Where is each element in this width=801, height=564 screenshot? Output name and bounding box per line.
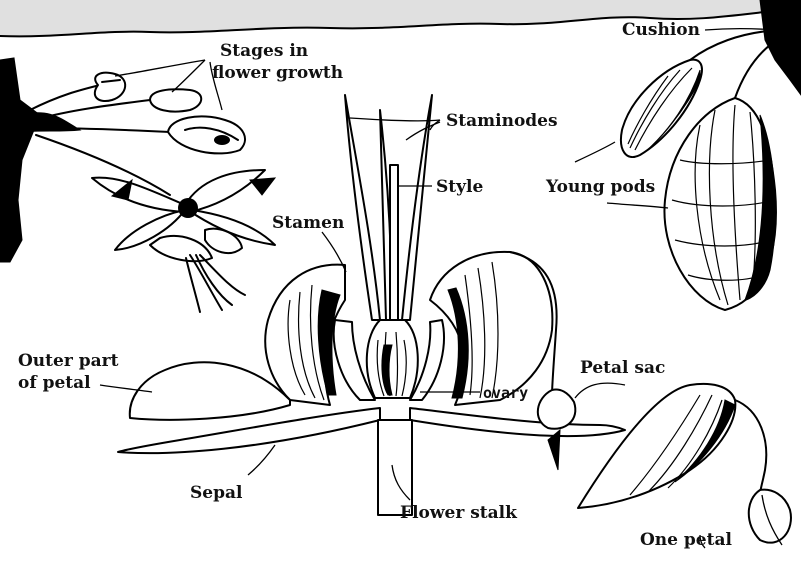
- label-staminodes: Staminodes: [446, 111, 558, 131]
- label-cushion: Cushion: [622, 20, 700, 40]
- flower-stalk: [378, 420, 412, 515]
- label-style: Style: [436, 177, 483, 197]
- label-ovary: ovary: [483, 384, 528, 402]
- label-stages-line1: Stages in: [220, 41, 308, 61]
- young-pods-group: [575, 0, 801, 310]
- label-one-petal: One petal: [640, 530, 732, 550]
- staminode-left: [345, 95, 380, 320]
- bud-small: [95, 73, 125, 101]
- style: [390, 165, 398, 320]
- label-stages-line2: flower growth: [212, 63, 343, 83]
- flower-cross-section: [100, 95, 625, 515]
- label-sepal: Sepal: [190, 483, 243, 503]
- tree-trunk-left: [0, 58, 40, 262]
- label-flower-stalk: Flower stalk: [400, 503, 518, 523]
- label-outer-petal-line2: of petal: [18, 373, 91, 393]
- label-petal-sac: Petal sac: [580, 358, 665, 378]
- outer-petal-left: [130, 362, 290, 420]
- label-young-pods: Young pods: [545, 177, 655, 197]
- sepal-right: [410, 408, 625, 436]
- single-petal-sac: [749, 490, 791, 543]
- one-petal-drawing: [578, 384, 791, 548]
- open-flower-small: [92, 170, 275, 312]
- label-outer-petal-line1: Outer part: [18, 351, 119, 371]
- flower-growth-branch: [0, 58, 275, 312]
- bud-large: [168, 116, 245, 153]
- bud-medium: [150, 89, 201, 111]
- petal-hood-right: [430, 252, 552, 405]
- petal-sac-on-flower: [538, 390, 576, 429]
- label-stamen: Stamen: [272, 213, 344, 233]
- ovary: [367, 320, 418, 398]
- staminode-right: [402, 95, 432, 320]
